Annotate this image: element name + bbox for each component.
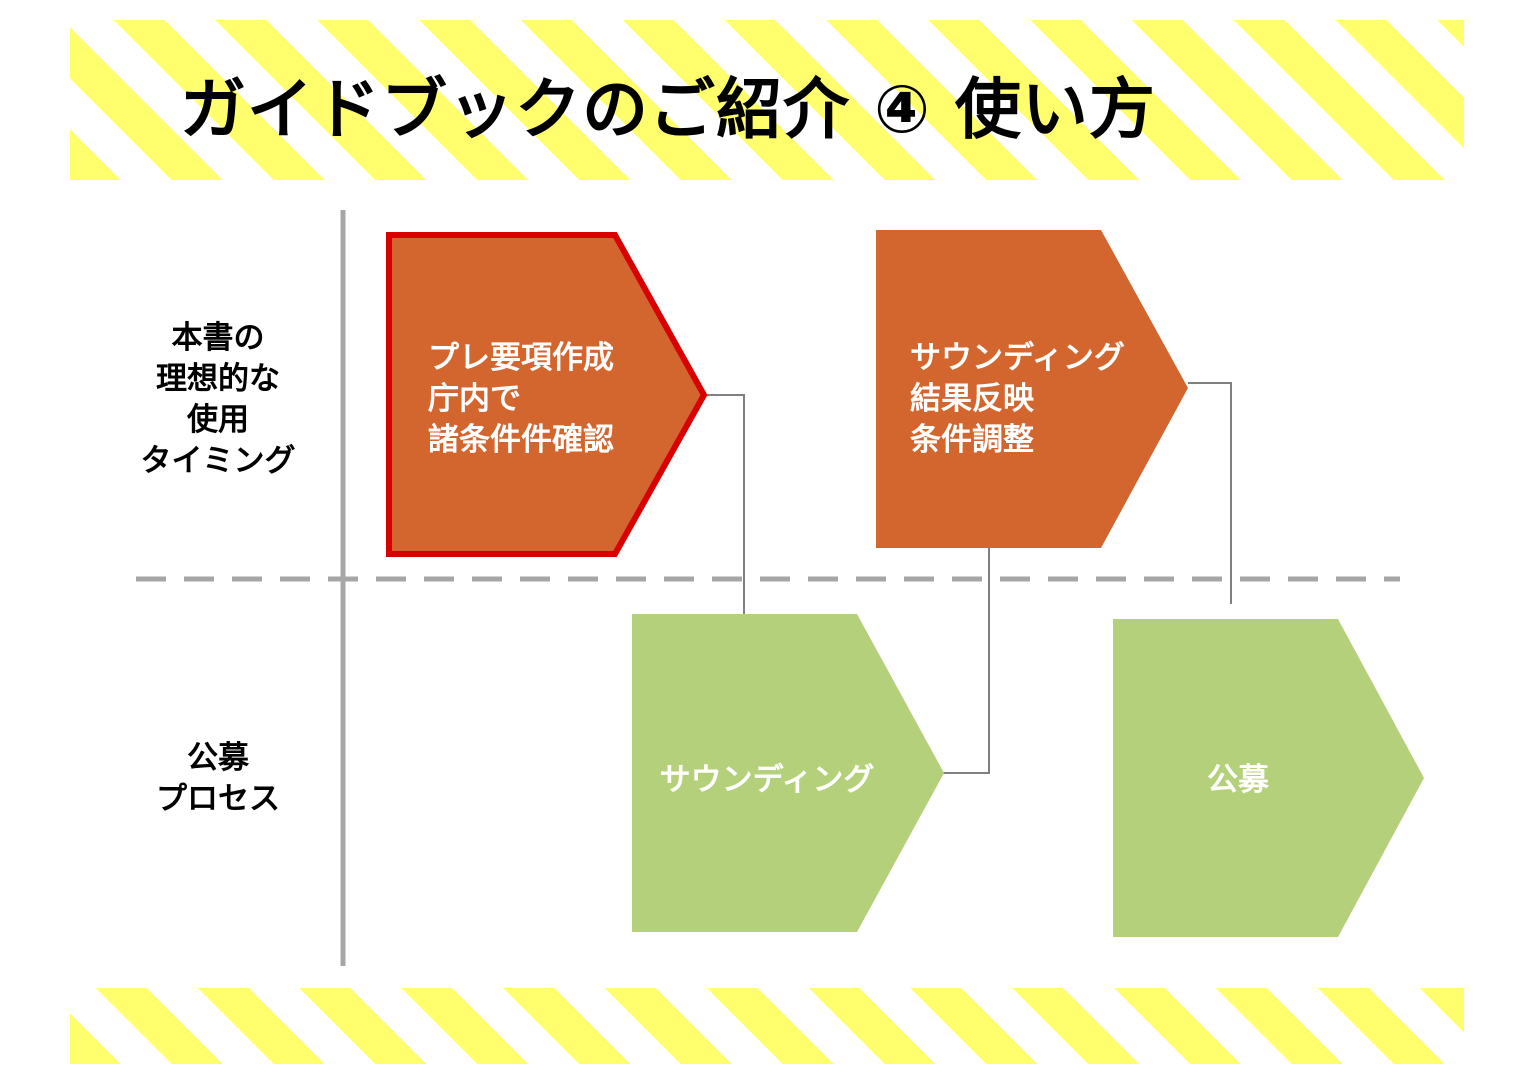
- step-pre-requirements-shape: [386, 232, 708, 557]
- connector-pre-to-sounding: [705, 394, 745, 614]
- step-pre-requirements-label: プレ要項作成 庁内で 諸条件件確認: [428, 340, 614, 458]
- step-sounding-result-shape: [876, 230, 1188, 548]
- page-title: ガイドブックのご紹介 ④ 使い方: [180, 71, 1156, 148]
- step-sounding-shape: [632, 614, 944, 932]
- connector-sounding-to-result: [942, 548, 990, 774]
- connector-result-to-offering: [1188, 382, 1232, 604]
- bottom-stripe-band: [70, 988, 1464, 1064]
- row-label-usage-timing: 本書の 理想的な 使用 タイミング: [140, 320, 296, 479]
- row-label-offering-process: 公募 プロセス: [156, 740, 280, 817]
- step-sounding-result-label: サウンディング 結果反映 条件調整: [910, 340, 1125, 458]
- step-sounding-label: サウンディング: [659, 762, 875, 798]
- step-public-offering-shape: [1113, 619, 1424, 937]
- top-stripe-band: [70, 20, 1464, 180]
- step-public-offering-label: 公募: [1207, 762, 1269, 798]
